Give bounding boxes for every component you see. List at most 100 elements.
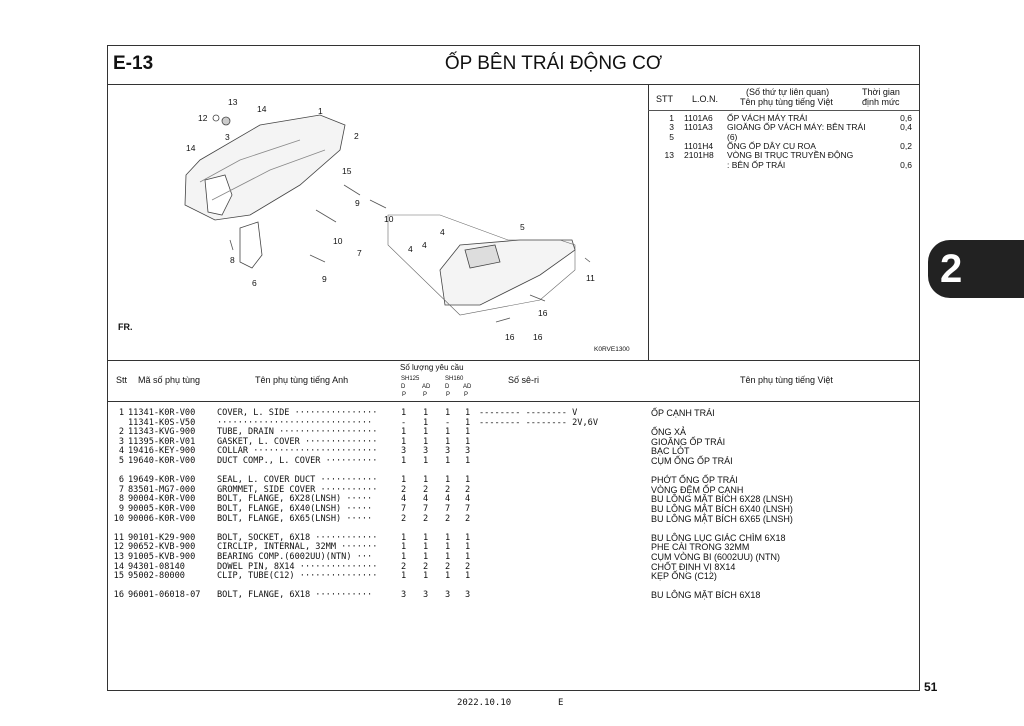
qty: 2	[401, 484, 407, 495]
stt: 13	[113, 552, 124, 562]
part-name-vn: BU LÔNG MẶT BÍCH 6X65 (LNSH)	[651, 513, 793, 524]
section-tab[interactable]: 2	[928, 240, 1024, 298]
labor-lon: 1101A6	[684, 113, 713, 123]
part-number: 90101-K29-900	[128, 532, 196, 543]
callout-number: 4	[440, 227, 445, 237]
callout-number: 12	[198, 113, 208, 123]
part-name-vn: BU LÔNG MẶT BÍCH 6X18	[651, 590, 761, 601]
serial: -------- -------- V	[479, 408, 578, 418]
qty: 2	[465, 484, 471, 495]
part-name-vn: GIOĂNG ỐP TRÁI	[651, 436, 726, 447]
qty: 1	[465, 456, 471, 466]
part-name-en: DOWEL PIN, 8X14 ···············	[217, 561, 378, 572]
qty: 4	[401, 494, 407, 505]
qty-subheader: D	[445, 384, 450, 390]
stt: 8	[118, 494, 124, 505]
qty: 1	[445, 475, 451, 486]
callout-number: 1	[318, 106, 323, 116]
qty-subheader: D	[401, 384, 406, 390]
part-name-vn: CỤM ỐNG ỐP TRÁI	[651, 456, 733, 466]
qty: 2	[423, 513, 429, 524]
section-code: E-13	[113, 53, 154, 74]
qty: 3	[401, 590, 407, 601]
part-name-en: CLIP, TUBE(C12) ···············	[217, 571, 378, 582]
part-number: 95002-80000	[128, 571, 185, 582]
qty: 1	[465, 427, 471, 438]
stt: 5	[118, 456, 124, 466]
col-qty: Số lượng yêu cầu	[400, 363, 464, 372]
qty: 7	[423, 504, 429, 514]
qty: 3	[445, 446, 451, 457]
part-number: 83501-MG7-000	[128, 484, 196, 495]
qty: 1	[401, 552, 407, 562]
qty: 3	[465, 446, 471, 457]
callout-number: 6	[252, 278, 257, 288]
qty: 1	[423, 417, 429, 428]
labor-time: 0,6	[900, 159, 912, 170]
part-name-vn: PHỚT ỐNG ỐP TRÁI	[651, 475, 738, 486]
qty: 4	[423, 494, 429, 505]
qty: 1	[465, 571, 471, 582]
part-name-vn: BU LÔNG LỤC GIÁC CHÌM 6X18	[651, 532, 786, 543]
page-header: E-13 ỐP BÊN TRÁI ĐỘNG CƠ	[107, 45, 920, 85]
qty: 1	[401, 456, 407, 466]
qty: 1	[445, 427, 451, 438]
model-sh160: SH160	[445, 376, 464, 382]
labor-name: ỐP VÁCH MÁY TRÁI	[727, 113, 808, 123]
part-number: 19649-K0R-V00	[128, 475, 196, 486]
part-name-en: SEAL, L. COVER DUCT ···········	[217, 475, 378, 486]
qty: 2	[445, 561, 451, 572]
part-number: 90004-K0R-V00	[128, 494, 196, 505]
part-number: 11343-KVG-900	[128, 427, 196, 438]
part-name-en: BOLT, FLANGE, 6X65(LNSH) ·····	[217, 513, 373, 524]
qty: 1	[423, 436, 429, 447]
qty: 7	[445, 504, 451, 514]
qty: 1	[445, 552, 451, 562]
qty: 2	[423, 561, 429, 572]
col-name-vn: Tên phụ tùng tiếng Việt	[740, 375, 833, 385]
page-number: 51	[924, 680, 938, 694]
qty-subheader: AD	[422, 384, 431, 390]
part-number: 19416-KEY-900	[128, 446, 196, 457]
qty: 1	[423, 408, 429, 418]
qty: 1	[465, 532, 471, 543]
part-number: 19640-K0R-V00	[128, 456, 196, 466]
footer-date: 2022.10.10	[457, 698, 512, 708]
part-name-vn: CHỐT ĐỊNH VỊ 8X14	[651, 561, 736, 572]
labor-stt: 3	[669, 122, 674, 133]
part-name-en: BOLT, SOCKET, 6X18 ············	[217, 532, 378, 543]
qty: 1	[401, 542, 407, 553]
front-arrow-label: FR.	[118, 322, 133, 332]
callout-number: 16	[505, 332, 515, 342]
part-name-en: COVER, L. SIDE ················	[217, 408, 378, 418]
qty: 4	[445, 494, 451, 505]
callout-number: 4	[408, 244, 413, 254]
qty: 1	[423, 427, 429, 438]
part-number: 11395-K0R-V01	[128, 436, 196, 447]
divider	[107, 360, 920, 361]
callout-number: 5	[520, 222, 525, 232]
qty-subheader: AD	[463, 384, 472, 390]
stt: 9	[118, 504, 124, 514]
qty: 1	[401, 436, 407, 447]
col-lon: L.O.N.	[692, 94, 719, 104]
callout-number: 4	[422, 240, 427, 250]
qty: 1	[423, 542, 429, 553]
part-number: 11341-K0R-V00	[128, 408, 196, 418]
part-number: 90652-KVB-900	[128, 542, 196, 553]
callout-number: 11	[586, 273, 595, 283]
divider	[648, 85, 649, 360]
exploded-parts-diagram	[184, 114, 591, 323]
stt: 1	[118, 408, 124, 418]
col-time-line1: Thời gian	[862, 87, 900, 97]
qty-subheader: P	[464, 392, 469, 398]
model-sh125: SH125	[401, 376, 420, 382]
